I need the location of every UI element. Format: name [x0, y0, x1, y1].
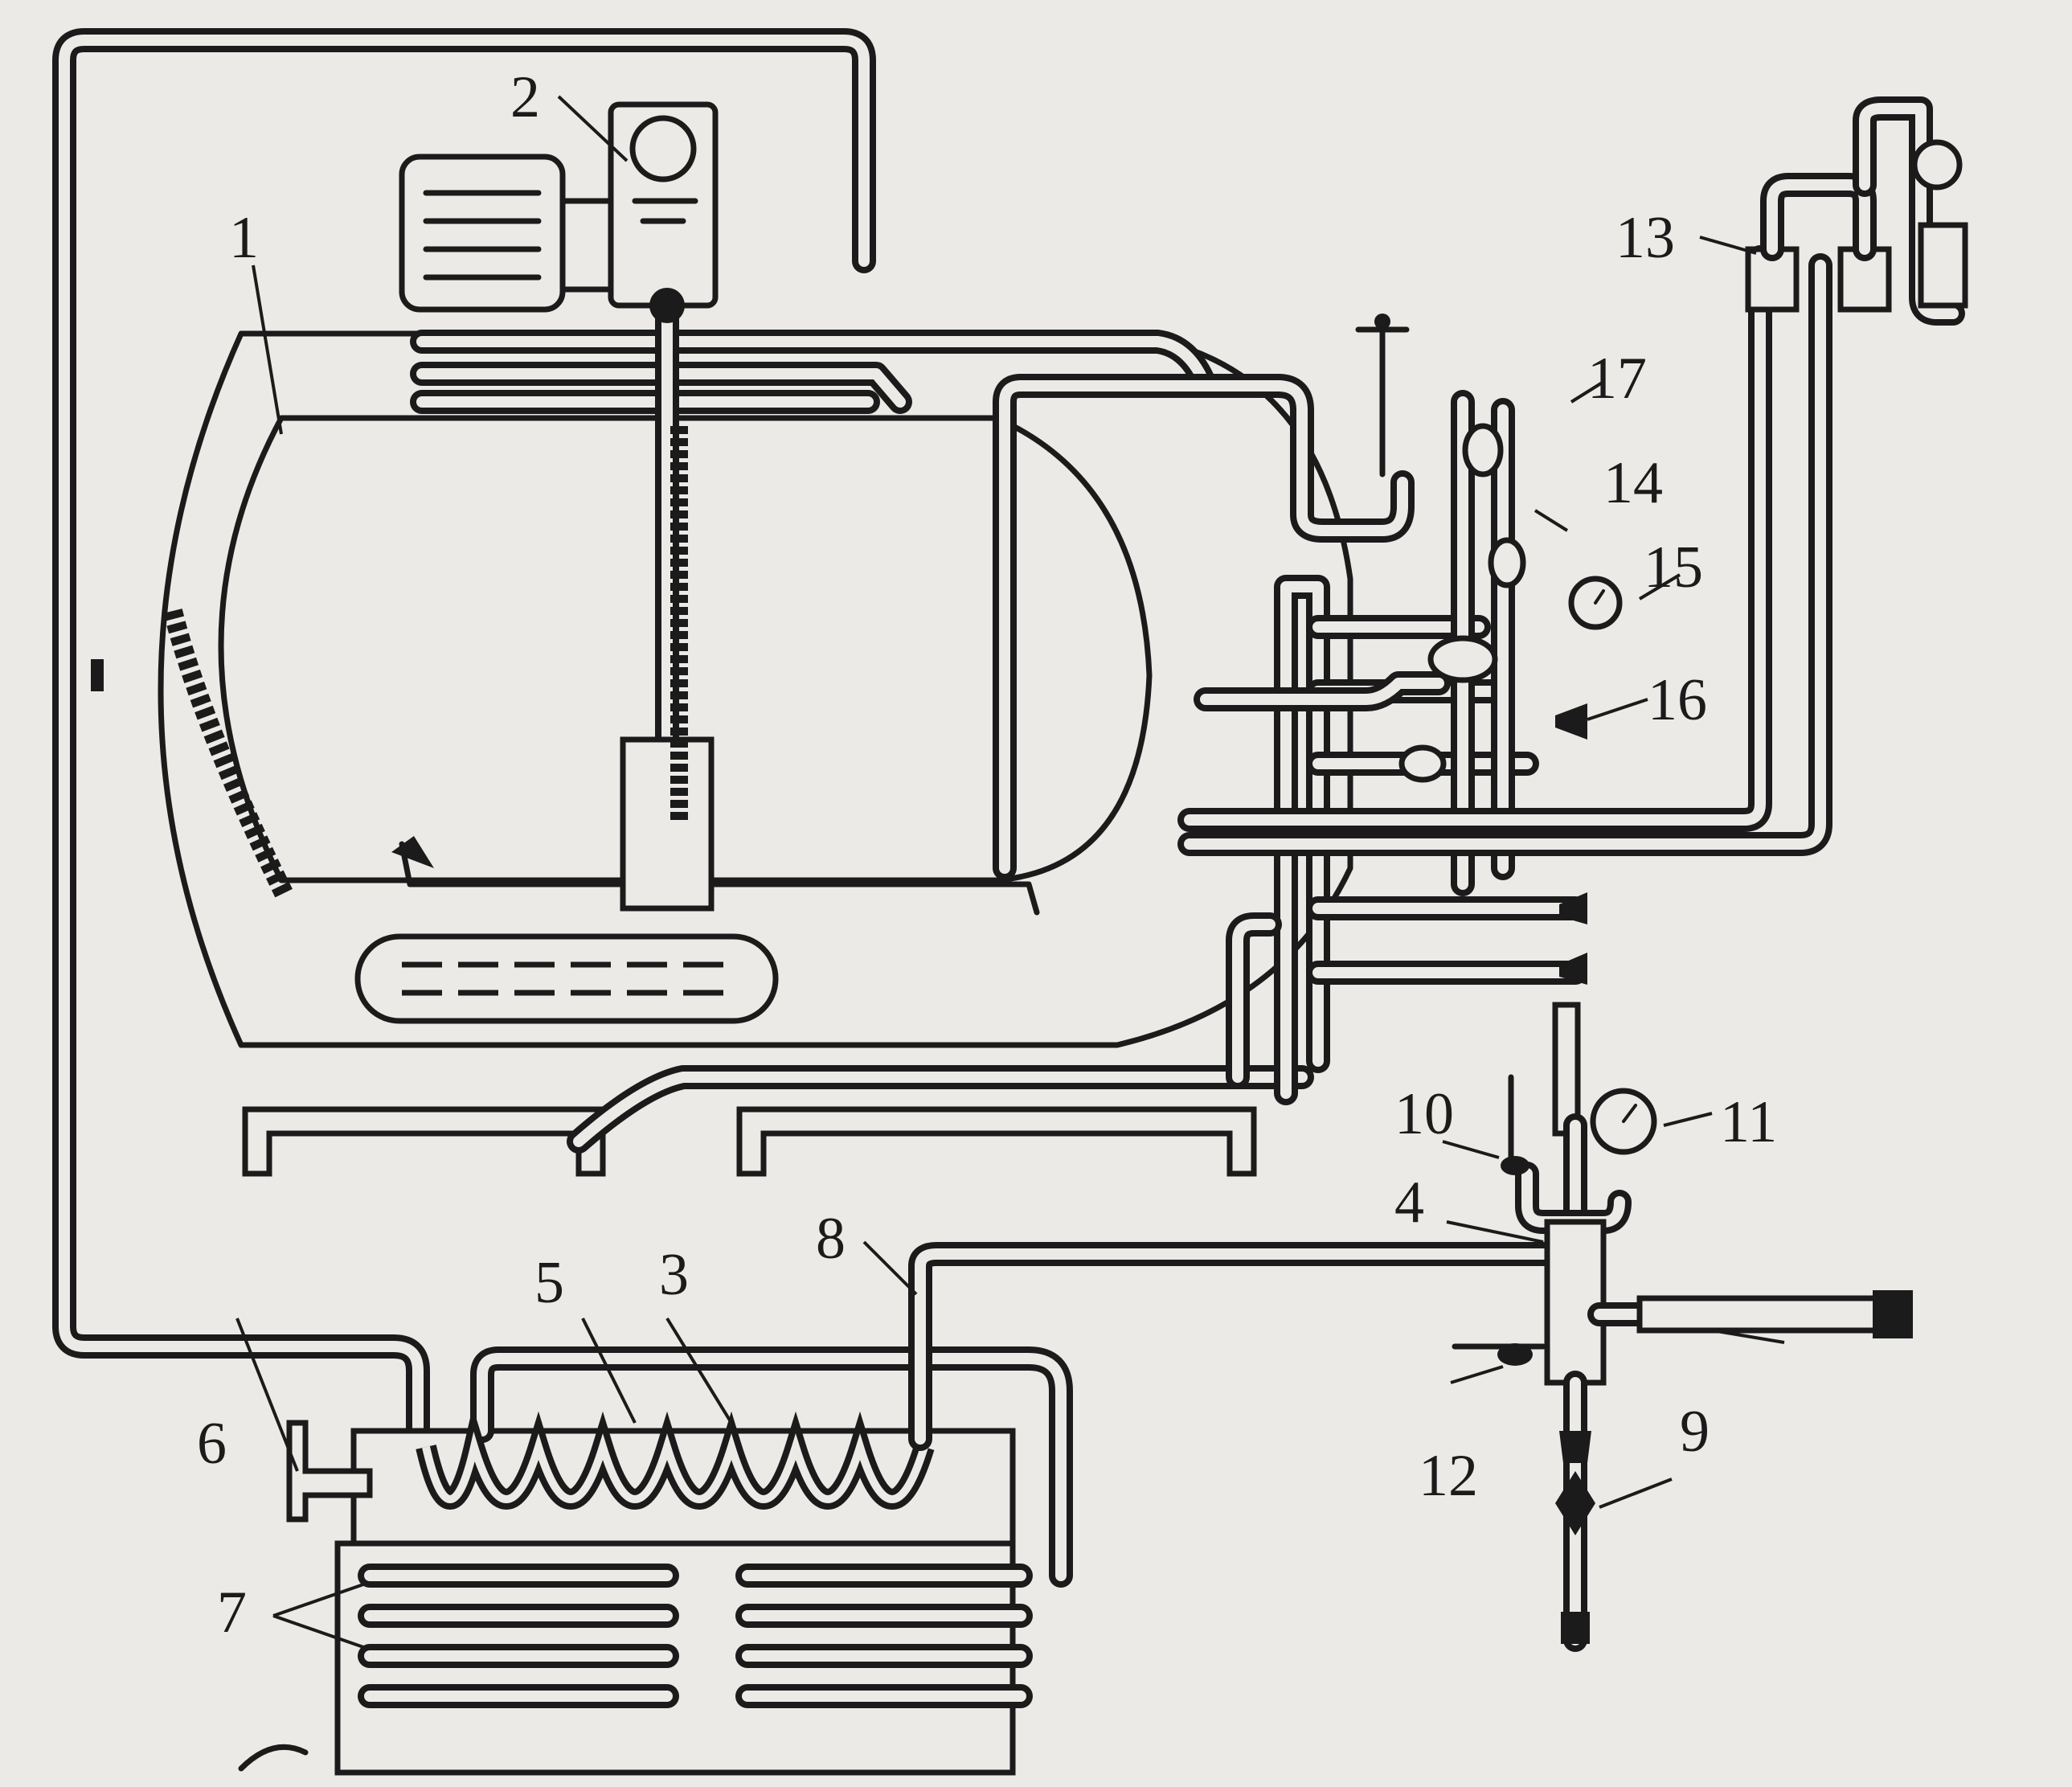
label-7: 7: [217, 1580, 247, 1646]
pump-detail: [632, 198, 698, 224]
label-8: 8: [816, 1206, 846, 1272]
label-6: 6: [197, 1411, 227, 1477]
chamber-supports: [242, 1065, 1314, 1177]
column-base-housing: [620, 736, 715, 912]
drain-cone: [391, 836, 434, 868]
label-2: 2: [510, 64, 540, 130]
pump-rotor: [629, 115, 697, 182]
steam-generator: [238, 1242, 1579, 1776]
top-right-gauge-assembly: [1745, 96, 1968, 326]
motor-fins: [423, 190, 542, 281]
manifold-block: [1427, 635, 1498, 683]
generator-drain: [238, 1744, 309, 1772]
motor-housing: [399, 154, 566, 313]
callout-labels: 1 2 3 4 5 6 7 8 9 10 11 12 13 14 15 16 1…: [197, 64, 1777, 1646]
label-5: 5: [534, 1250, 564, 1316]
label-9: 9: [1680, 1399, 1710, 1465]
water-level-valve-6: [286, 1420, 373, 1523]
gauge-13: [1911, 139, 1963, 191]
outlet-pipe-9-horizontal: [1636, 1295, 1908, 1334]
chamber-inner-shell: [218, 415, 1153, 883]
control-manifold: [1177, 245, 1832, 1105]
label-11: 11: [1720, 1089, 1777, 1155]
central-column: [620, 285, 715, 912]
valve-9-vertical: [1555, 1471, 1595, 1535]
callout-leaders: [235, 95, 1785, 1650]
top-steam-manifold: [410, 330, 1415, 880]
door-hinge-mesh: [163, 609, 294, 901]
chamber-drain-line: [399, 841, 1040, 916]
label-1: 1: [229, 205, 259, 271]
door-latch: [91, 659, 104, 691]
drain-valve-upper: [1559, 892, 1587, 924]
pump-outlet-valve: [649, 288, 685, 323]
motor-pump-unit: [399, 101, 719, 323]
top-handwheel: [1355, 326, 1410, 477]
label-10: 10: [1394, 1081, 1454, 1147]
label-3: 3: [659, 1242, 689, 1308]
label-4: 4: [1394, 1170, 1424, 1236]
return-pipe: [52, 28, 876, 1475]
label-14: 14: [1603, 450, 1663, 516]
valve-17-body: [1462, 423, 1504, 477]
valve-14-body: [1488, 537, 1526, 588]
label-17: 17: [1587, 346, 1647, 412]
manifold-valve: [1398, 744, 1447, 783]
chamber-bottom-heater: [354, 933, 779, 1024]
motor-coupling: [559, 198, 614, 293]
column-4-body: [1544, 1219, 1607, 1386]
label-13: 13: [1615, 205, 1675, 271]
label-12: 12: [1419, 1443, 1478, 1509]
label-15: 15: [1644, 535, 1703, 600]
valve-16-handle: [1555, 703, 1587, 740]
chamber-outer-shell: [158, 330, 1353, 1048]
label-16: 16: [1648, 667, 1707, 733]
drain-valve-lower: [1559, 953, 1587, 985]
lower-right-column: [1452, 1002, 1913, 1652]
